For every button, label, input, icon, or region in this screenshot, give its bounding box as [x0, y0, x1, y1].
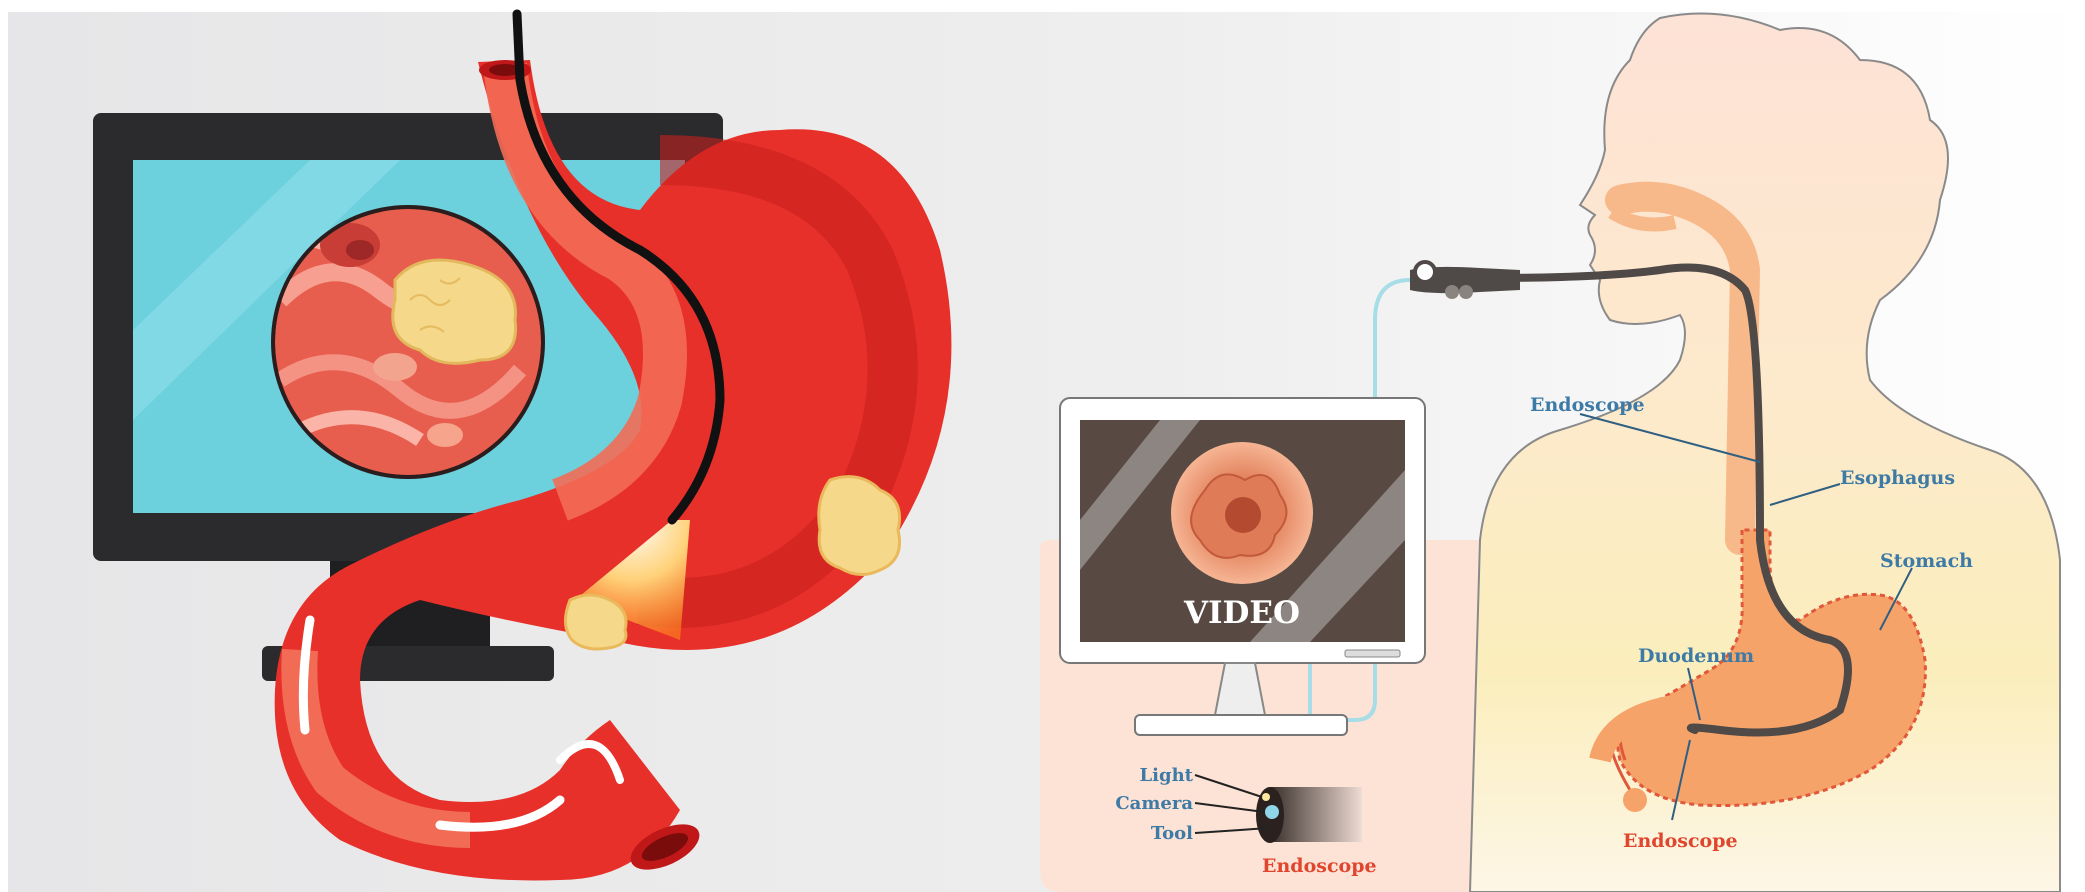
- label-endoscope-top: Endoscope: [1530, 394, 1645, 416]
- right-endoscope: [1410, 260, 1852, 737]
- polyp-bottom: [564, 593, 628, 651]
- label-endoscope-tip: Endoscope: [1262, 855, 1377, 877]
- video-label: VIDEO: [1183, 595, 1300, 631]
- label-camera: Camera: [1115, 793, 1193, 814]
- video-monitor: VIDEO: [1059, 397, 1426, 736]
- label-light: Light: [1140, 765, 1194, 786]
- label-duodenum: Duodenum: [1638, 645, 1754, 667]
- label-esophagus: Esophagus: [1840, 467, 1955, 489]
- magnified-view: [271, 205, 545, 479]
- leader-lines: [1579, 413, 1913, 821]
- left-endoscope-cable: [512, 9, 725, 525]
- right-stomach: [1589, 528, 1927, 812]
- endoscope-tip: [1194, 774, 1362, 843]
- label-stomach: Stomach: [1880, 550, 1973, 572]
- polyp-right: [817, 475, 901, 576]
- label-endoscope-bottom: Endoscope: [1623, 830, 1738, 852]
- label-tool: Tool: [1151, 823, 1193, 844]
- left-stomach: [274, 60, 952, 881]
